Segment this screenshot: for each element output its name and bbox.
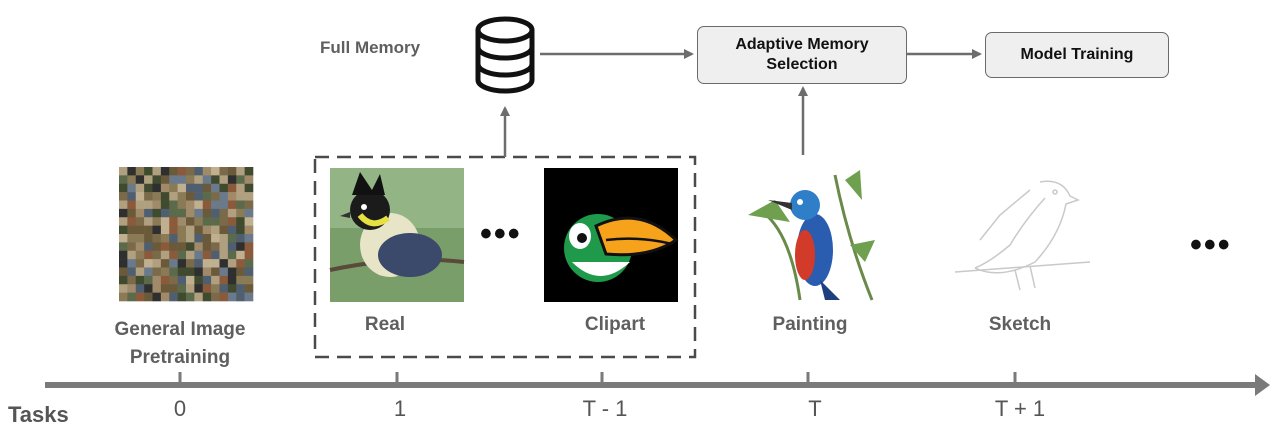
- tick-label-1: 1: [393, 396, 407, 421]
- painting-kingfisher-image: [745, 168, 879, 302]
- painting-label: Painting: [772, 314, 848, 335]
- tick-label-t-minus-1: T - 1: [582, 396, 628, 421]
- ellipsis-dots-right: •••: [1190, 226, 1232, 264]
- tick-label-t: T: [808, 396, 822, 421]
- pretraining-label: General Image Pretraining: [114, 319, 246, 368]
- tick-label-t-plus-1: T + 1: [994, 396, 1046, 421]
- clipart-label: Clipart: [584, 314, 646, 335]
- real-label: Real: [364, 314, 406, 335]
- full-memory-label: Full Memory: [320, 38, 421, 57]
- sketch-label: Sketch: [988, 314, 1052, 335]
- pretraining-mosaic-image: [119, 167, 254, 302]
- real-bird-image: [329, 168, 465, 302]
- database-icon: [475, 16, 535, 94]
- timeline-arrowhead: [1255, 374, 1270, 396]
- clipart-bird-image: [544, 168, 679, 302]
- ellipsis-dots: •••: [480, 215, 522, 253]
- adaptive-memory-selection-box: Adaptive Memory Selection: [697, 26, 907, 84]
- model-training-box: Model Training: [985, 32, 1169, 78]
- tasks-axis-label: Tasks: [8, 402, 69, 427]
- tick-label-0: 0: [173, 396, 187, 421]
- sketch-bird-image: [954, 180, 1091, 291]
